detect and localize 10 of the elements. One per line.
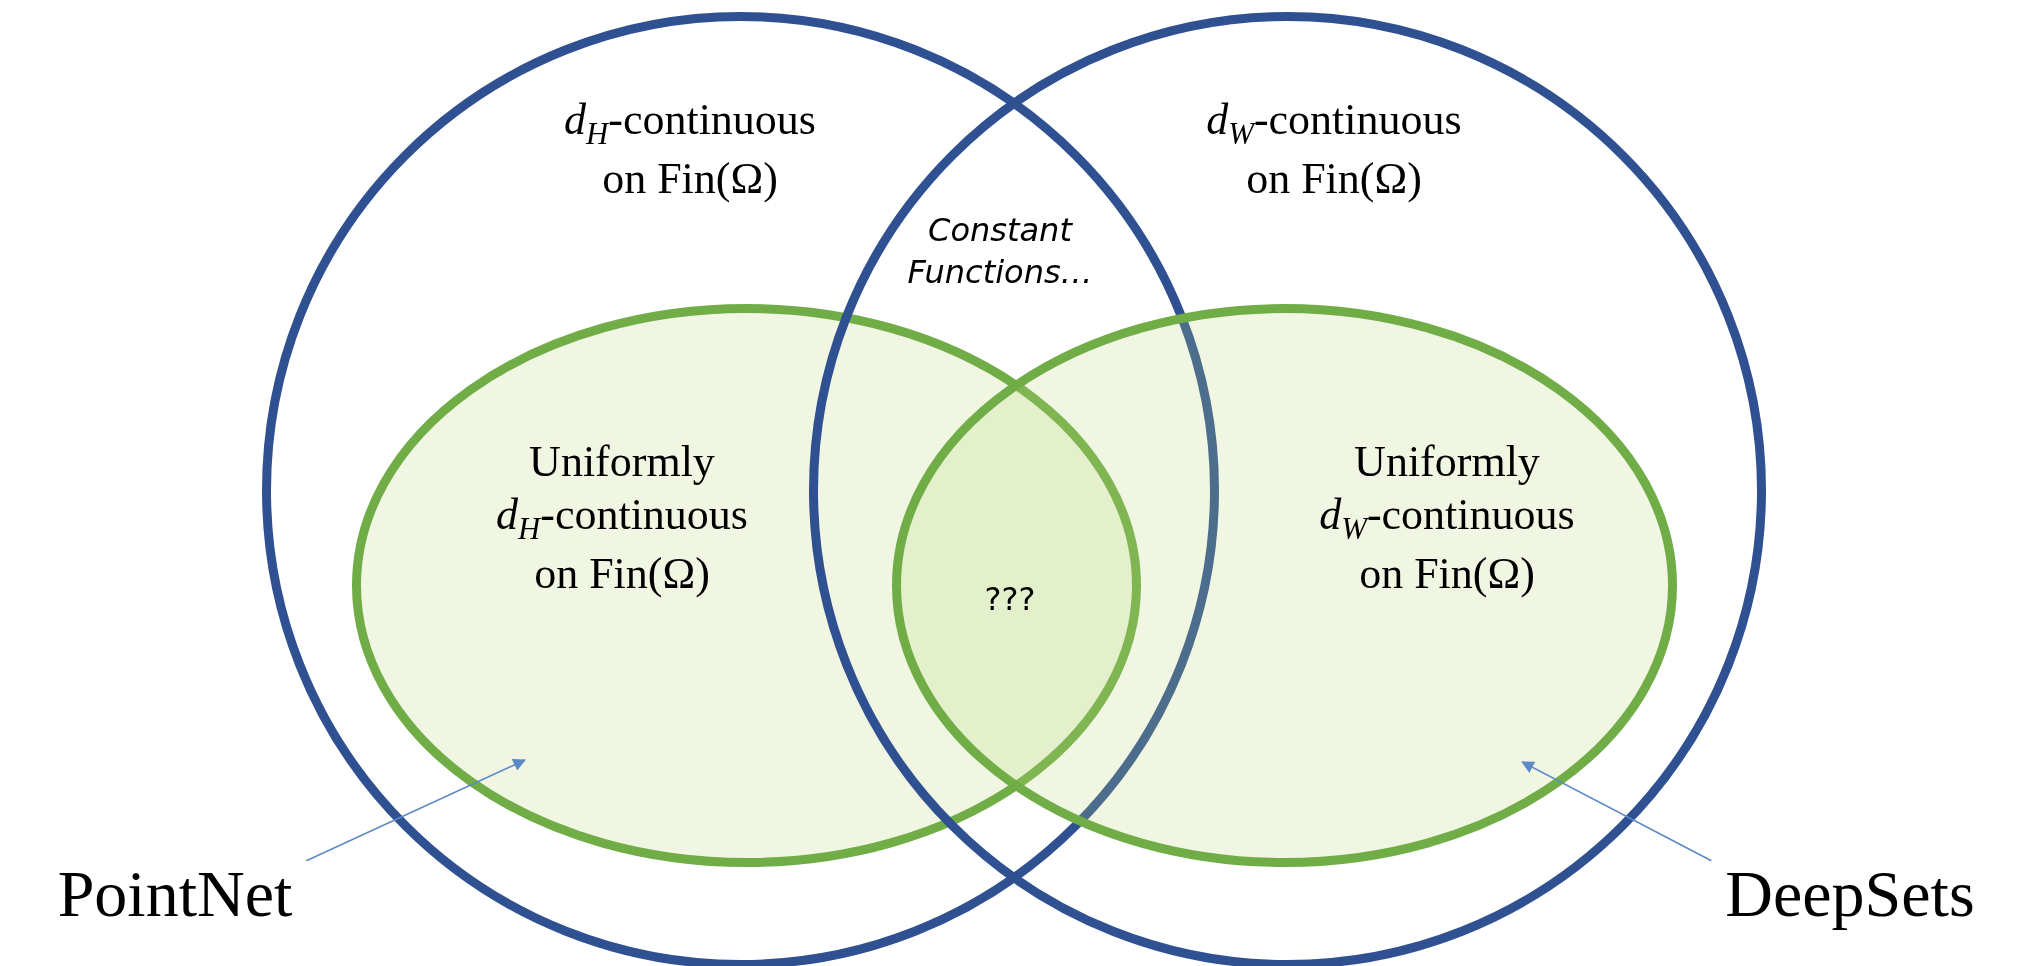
leader-line — [1521, 761, 1713, 862]
model-label: PointNet — [57, 856, 293, 933]
model-label: DeepSets — [1725, 856, 1975, 933]
set-label: d$_{W}$-continuous on Fin(Ω) — [1205, 94, 1463, 205]
set-label: Uniformly d$_{W}$-continuous on Fin(Ω) — [1318, 435, 1576, 600]
intersection-label: ??? — [984, 579, 1036, 621]
set-label: Uniformly d$_{H}$-continuous on Fin(Ω) — [495, 435, 749, 600]
set-label: d$_{H}$-continuous on Fin(Ω) — [563, 94, 817, 205]
leader-line — [305, 759, 527, 862]
overlap-label: Constant Functions… — [906, 210, 1094, 293]
